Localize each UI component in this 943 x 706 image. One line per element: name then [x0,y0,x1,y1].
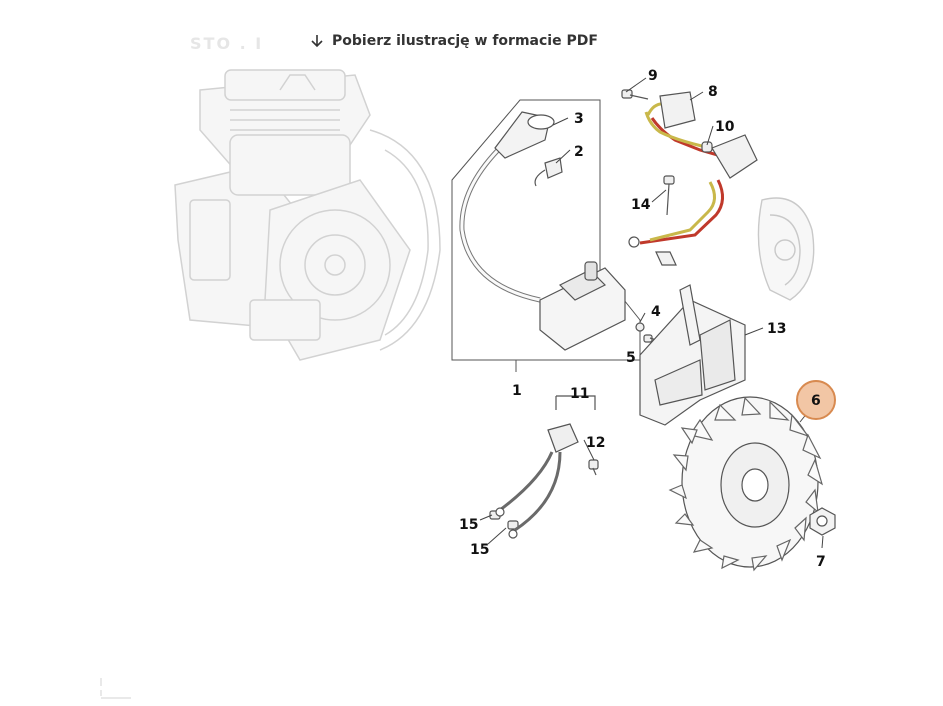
part-label: 11 [570,386,589,402]
part-label: 10 [715,119,735,135]
part-label: 15 [470,542,489,558]
part-label: 3 [574,111,584,127]
toolbar: STO . I Pobierz ilustrację w formacie PD… [0,28,943,60]
part-label: 6 [811,393,821,409]
part-label: 13 [767,321,786,337]
wiring-harness-part [639,98,736,245]
part-label: 9 [648,68,658,84]
download-pdf-button[interactable]: Pobierz ilustrację w formacie PDF [310,33,598,49]
part-label: 5 [626,350,636,366]
flywheel-part [668,396,824,572]
part-label: 8 [708,84,718,100]
connector-block-part [628,91,758,266]
generator-plate-part [639,284,746,426]
ignition-coil-part [459,111,626,351]
spring-clip-part [534,157,563,187]
part-label: 15 [459,517,478,533]
download-pdf-label: Pobierz ilustrację w formacie PDF [332,33,598,49]
part-label: 1 [512,383,522,399]
highlight-callout-circle[interactable] [796,380,836,420]
screws-group [489,89,713,530]
part-label: 4 [651,304,661,320]
part-labels: 1 2 3 4 5 6 7 8 9 10 11 12 13 14 15 15 [459,68,826,570]
nut-part [809,507,836,536]
engine-assembly-faded [174,69,441,361]
side-housing-faded [757,197,815,301]
part-label: 12 [586,435,605,451]
footer-ghost-mark [98,676,138,702]
arrow-down-icon [310,34,324,48]
part-label: 2 [574,144,584,160]
part-label: 7 [816,554,826,570]
page-title-faded: STO . I [190,34,264,53]
short-circuit-wire-part [495,395,596,539]
part-label: 14 [631,197,651,213]
